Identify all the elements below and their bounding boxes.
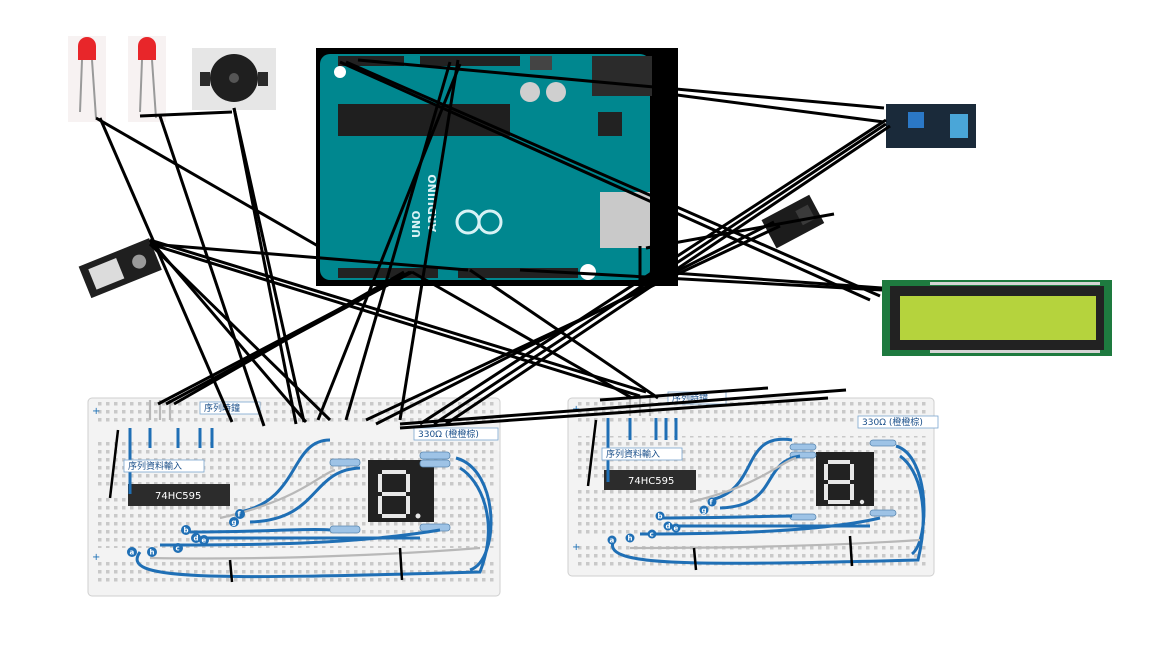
svg-text:d: d	[666, 523, 671, 531]
sound-sensor-module	[78, 238, 162, 299]
resistor-value-label: 330Ω (橙橙棕)	[862, 416, 923, 428]
resistor-value-label: 330Ω (橙橙棕)	[418, 428, 479, 440]
board-model-label: UNO	[410, 211, 423, 239]
svg-text:e: e	[674, 525, 679, 533]
svg-text:c: c	[176, 545, 180, 553]
svg-text:b: b	[184, 527, 189, 535]
pin-markers: f g b d e a h c	[607, 497, 717, 545]
serial-data-input-label: 序列資料輸入	[606, 448, 660, 460]
svg-text:c: c	[650, 531, 654, 539]
seven-segment-display	[816, 452, 874, 506]
connection-wires	[95, 58, 891, 430]
black-short-wires	[108, 429, 404, 583]
resistor	[329, 525, 361, 534]
svg-text:g: g	[702, 507, 707, 515]
seven-segment-display	[368, 460, 434, 522]
shift-register-chip	[128, 484, 230, 506]
black-short-wires	[586, 419, 854, 571]
svg-text:e: e	[202, 537, 207, 545]
chip-label: 74HC595	[155, 491, 201, 502]
resistor	[869, 439, 897, 447]
piezo-buzzer	[192, 48, 276, 110]
arduino-uno-board: ARDUINO UNO	[316, 48, 678, 286]
resistor	[419, 459, 451, 468]
resistor	[789, 513, 817, 521]
resistor	[789, 443, 817, 451]
svg-text:a: a	[130, 549, 135, 557]
breadboard-2: + + 74HC595	[567, 391, 939, 577]
svg-text:f: f	[238, 511, 242, 519]
blue-wires	[606, 418, 926, 565]
svg-text:a: a	[610, 537, 615, 545]
resistor	[869, 509, 897, 517]
svg-text:h: h	[150, 549, 155, 557]
svg-text:b: b	[658, 513, 663, 521]
serial-data-input-label: 序列資料輸入	[128, 460, 182, 472]
sensor-module-blue	[886, 104, 976, 148]
led-1	[68, 36, 106, 122]
breadboard-1: + + 74HC595	[87, 397, 501, 597]
lcd-display	[882, 280, 1112, 356]
blue-wires	[128, 428, 493, 579]
svg-text:g: g	[232, 519, 237, 527]
led-2	[128, 36, 166, 122]
resistor	[419, 451, 451, 460]
plus-sign: +	[92, 552, 100, 563]
resistor	[329, 458, 361, 467]
serial-clock-label: 序列時鐘	[204, 402, 240, 414]
chip-label: 74HC595	[628, 476, 674, 487]
svg-text:d: d	[194, 535, 199, 543]
plus-sign: +	[572, 542, 580, 553]
svg-text:h: h	[628, 535, 633, 543]
svg-text:f: f	[710, 499, 714, 507]
plus-sign: +	[92, 406, 100, 417]
pin-markers: f g b d e a h c	[127, 509, 245, 557]
shift-register-chip	[604, 470, 696, 490]
